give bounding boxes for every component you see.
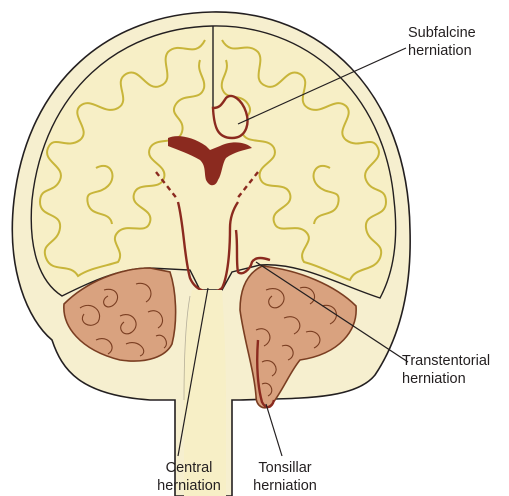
ventricles <box>168 136 252 186</box>
transtentorial-label: Transtentorial herniation <box>402 352 490 388</box>
central-label: Central herniation <box>148 459 230 495</box>
cerebellum-left-folia <box>79 282 167 357</box>
subfalcine-label-line2: herniation <box>408 43 472 59</box>
cerebellum-left <box>63 267 177 362</box>
tentorium-right <box>235 171 259 201</box>
gyri-right <box>220 39 388 282</box>
transtentorial-leader <box>255 261 409 363</box>
central-label-line2: herniation <box>157 478 221 494</box>
tonsillar-herniation <box>256 339 276 409</box>
brainstem <box>184 290 226 496</box>
transtentorial-herniation <box>234 229 271 275</box>
tonsillar-label-line2: herniation <box>253 478 317 494</box>
subfalcine-bulge <box>211 94 249 140</box>
central-label-line1: Central <box>165 460 213 476</box>
subfalcine-label-line1: Subfalcine <box>408 25 476 41</box>
gyri-left <box>38 39 206 278</box>
central-leader <box>177 287 209 457</box>
tentorium-left <box>155 171 179 201</box>
tonsillar-leader <box>265 403 283 457</box>
tonsillar-label-line1: Tonsillar <box>258 460 312 476</box>
central-herniation <box>176 201 240 294</box>
subfalcine-leader <box>237 47 407 125</box>
gyri-right-inner <box>312 165 340 225</box>
brainstem-edge-left <box>183 295 191 401</box>
tonsillar-label: Tonsillar herniation <box>243 459 327 495</box>
cerebellum-right-folia <box>255 286 337 397</box>
subfalcine-label: Subfalcine herniation <box>408 24 476 60</box>
transtentorial-label-line2: herniation <box>402 371 466 387</box>
gyri-left-inner <box>86 165 114 225</box>
transtentorial-label-line1: Transtentorial <box>402 353 491 369</box>
